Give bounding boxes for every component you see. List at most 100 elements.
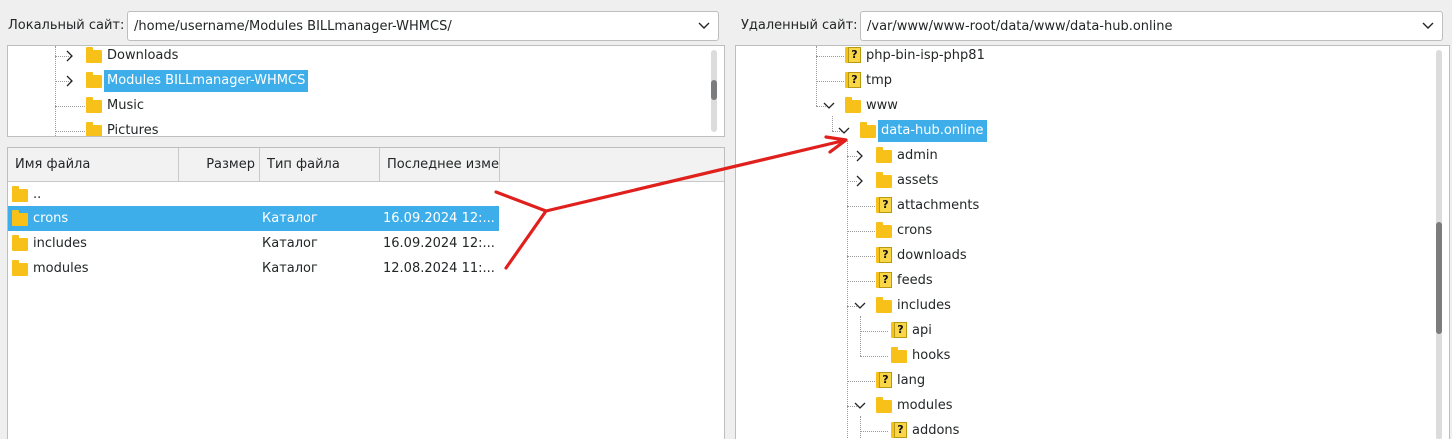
tree-node-label: modules [897,398,953,413]
file-list-header: Имя файла Размер Тип файла Последнее изм… [8,148,724,182]
chevron-down-icon[interactable] [1414,12,1442,40]
file-type: Каталог [262,236,318,251]
local-tree-scroll-thumb[interactable] [711,80,717,100]
chevron-right-icon[interactable] [64,50,76,62]
tree-node-addons[interactable]: addons [891,420,962,439]
local-site-label: Локальный сайт: [8,17,125,33]
tree-node-label: feeds [897,273,933,288]
folder-icon [845,96,861,113]
tree-node-label: addons [912,423,960,438]
tree-node-label: crons [897,223,933,238]
file-modified: 12.08.2024 11:... [383,261,495,276]
file-row-includes[interactable]: includes Каталог 16.09.2024 12:... [8,231,724,256]
unknown-folder-icon [845,71,861,88]
chevron-down-icon[interactable] [838,125,850,137]
folder-icon [12,186,28,202]
file-name: modules [33,261,89,276]
folder-icon [860,121,876,138]
folder-icon [891,346,907,363]
tree-node-tmp[interactable]: tmp [845,70,895,92]
unknown-folder-icon [876,371,892,388]
tree-node-modules-billmanager[interactable]: Modules BILLmanager-WHMCS [64,70,309,92]
chevron-right-icon[interactable] [64,75,76,87]
local-site-pane: Локальный сайт: /home/username/Modules B… [0,6,729,439]
tree-node-downloads[interactable]: downloads [876,245,970,267]
chevron-down-icon[interactable] [854,400,866,412]
tree-node-hooks[interactable]: hooks [891,345,953,367]
remote-path-combo[interactable]: /var/www/www-root/data/www/data-hub.onli… [860,11,1443,41]
tree-node-crons[interactable]: crons [876,220,935,242]
tree-node-label: includes [897,298,951,313]
folder-icon [86,121,102,136]
tree-node-admin[interactable]: admin [854,145,941,167]
tree-node-assets[interactable]: assets [854,170,941,192]
chevron-down-icon[interactable] [854,300,866,312]
column-header-name[interactable]: Имя файла [8,148,179,182]
file-modified: 16.09.2024 12:... [383,211,495,226]
tree-node-label: php-bin-isp-php81 [866,48,985,63]
tree-node-www[interactable]: www [823,95,901,117]
tree-node-label: admin [897,148,938,163]
tree-node-lang[interactable]: lang [876,370,928,392]
tree-node-music[interactable]: Music [86,95,147,117]
tree-node-label: api [912,323,932,338]
tree-node-php-bin[interactable]: php-bin-isp-php81 [845,46,988,67]
tree-node-label: data-hub.online [878,120,987,142]
folder-icon [876,396,892,413]
local-directory-tree[interactable]: Downloads Modules BILLmanager-WHMCS Musi… [7,45,725,137]
file-row-crons[interactable]: crons Каталог 16.09.2024 12:... [8,206,724,231]
unknown-folder-icon [876,271,892,288]
chevron-down-icon[interactable] [823,100,835,112]
chevron-right-icon[interactable] [854,175,866,187]
tree-node-label: lang [897,373,926,388]
file-name: crons [33,211,69,226]
folder-icon [876,146,892,163]
tree-node-modules[interactable]: modules [854,395,956,417]
file-name: includes [33,236,87,251]
tree-node-downloads[interactable]: Downloads [64,46,181,67]
tree-node-label: Modules BILLmanager-WHMCS [104,70,309,92]
tree-node-label: Pictures [107,123,159,137]
local-file-list[interactable]: Имя файла Размер Тип файла Последнее изм… [7,147,725,439]
file-name: .. [33,187,42,202]
tree-node-attachments[interactable]: attachments [876,195,982,217]
tree-node-includes[interactable]: includes [854,295,954,317]
column-header-modified[interactable]: Последнее измен [380,148,500,182]
unknown-folder-icon [876,196,892,213]
tree-node-label: tmp [866,73,893,88]
tree-node-label: www [866,98,898,113]
file-type: Каталог [262,261,318,276]
tree-node-data-hub-online[interactable]: data-hub.online [838,120,987,142]
remote-site-pane: Удаленный сайт: /var/www/www-root/data/w… [733,0,1452,439]
tree-node-pictures[interactable]: Pictures [86,120,161,137]
tree-node-label: assets [897,173,939,188]
file-row-modules[interactable]: modules Каталог 12.08.2024 11:... [8,256,724,281]
unknown-folder-icon [845,46,861,63]
chevron-down-icon[interactable] [690,12,718,40]
folder-icon [12,260,28,276]
local-path-bar: Локальный сайт: /home/username/Modules B… [0,6,729,44]
tree-node-feeds[interactable]: feeds [876,270,936,292]
tree-node-label: downloads [897,248,967,263]
folder-icon [86,71,102,88]
file-type: Каталог [262,211,318,226]
tree-node-api[interactable]: api [891,320,935,342]
tree-node-label: attachments [897,198,980,213]
local-path-text[interactable]: /home/username/Modules BILLmanager-WHMCS… [134,18,452,34]
unknown-folder-icon [876,246,892,263]
remote-directory-tree[interactable]: php-bin-isp-php81 tmp www data-hub.onlin… [735,45,1450,439]
local-path-combo[interactable]: /home/username/Modules BILLmanager-WHMCS… [127,11,719,41]
folder-icon [876,296,892,313]
folder-icon [86,46,102,63]
folder-icon [12,210,28,226]
chevron-right-icon[interactable] [854,150,866,162]
tree-node-label: Downloads [107,48,179,63]
remote-tree-scroll-thumb[interactable] [1436,222,1442,334]
remote-path-bar: Удаленный сайт: /var/www/www-root/data/w… [733,6,1452,44]
tree-node-label: Music [107,98,144,113]
column-header-size[interactable]: Размер [179,148,260,182]
column-header-type[interactable]: Тип файла [260,148,380,182]
unknown-folder-icon [891,421,907,438]
remote-path-text[interactable]: /var/www/www-root/data/www/data-hub.onli… [867,18,1173,34]
file-row-parent[interactable]: .. [8,182,724,207]
